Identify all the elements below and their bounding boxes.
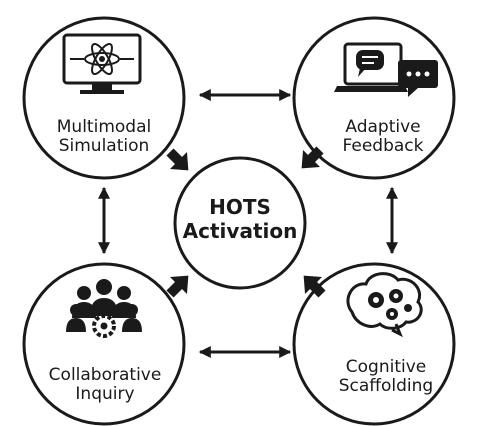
label-multimodal-simulation: Multimodal Simulation [34, 117, 174, 157]
label-cognitive-line1: Cognitive [345, 357, 427, 377]
diag-arrow-bottom-right [303, 275, 326, 298]
node-circle-adaptive-feedback [292, 16, 456, 180]
node-circle-cognitive-scaffolding [292, 262, 456, 426]
label-multimodal-line1: Multimodal [56, 117, 152, 137]
center-label: HOTS Activation [180, 195, 300, 243]
diag-arrow-top-right [301, 146, 324, 169]
label-cognitive-line2: Scaffolding [338, 376, 434, 397]
label-collaborative-line1: Collaborative [48, 365, 162, 385]
laptop-chat-icon [334, 42, 438, 97]
label-collaborative-inquiry: Collaborative Inquiry [30, 365, 180, 405]
team-gear-icon [66, 279, 142, 338]
label-adaptive-line1: Adaptive [345, 117, 421, 137]
label-multimodal-line2: Simulation [58, 136, 150, 157]
center-label-line1: HOTS [209, 195, 271, 219]
atom-monitor-icon [62, 33, 142, 94]
node-circle-collaborative-inquiry [22, 262, 186, 426]
label-adaptive-line2: Feedback [342, 136, 424, 157]
diag-arrow-bottom-left [166, 275, 189, 298]
diag-arrow-top-left [166, 148, 189, 171]
label-adaptive-feedback: Adaptive Feedback [318, 117, 448, 157]
label-collaborative-line2: Inquiry [75, 384, 135, 405]
brain-gears-icon [346, 272, 423, 338]
label-cognitive-scaffolding: Cognitive Scaffolding [311, 357, 461, 397]
center-label-line2: Activation [182, 219, 298, 243]
center-circle [173, 156, 307, 290]
